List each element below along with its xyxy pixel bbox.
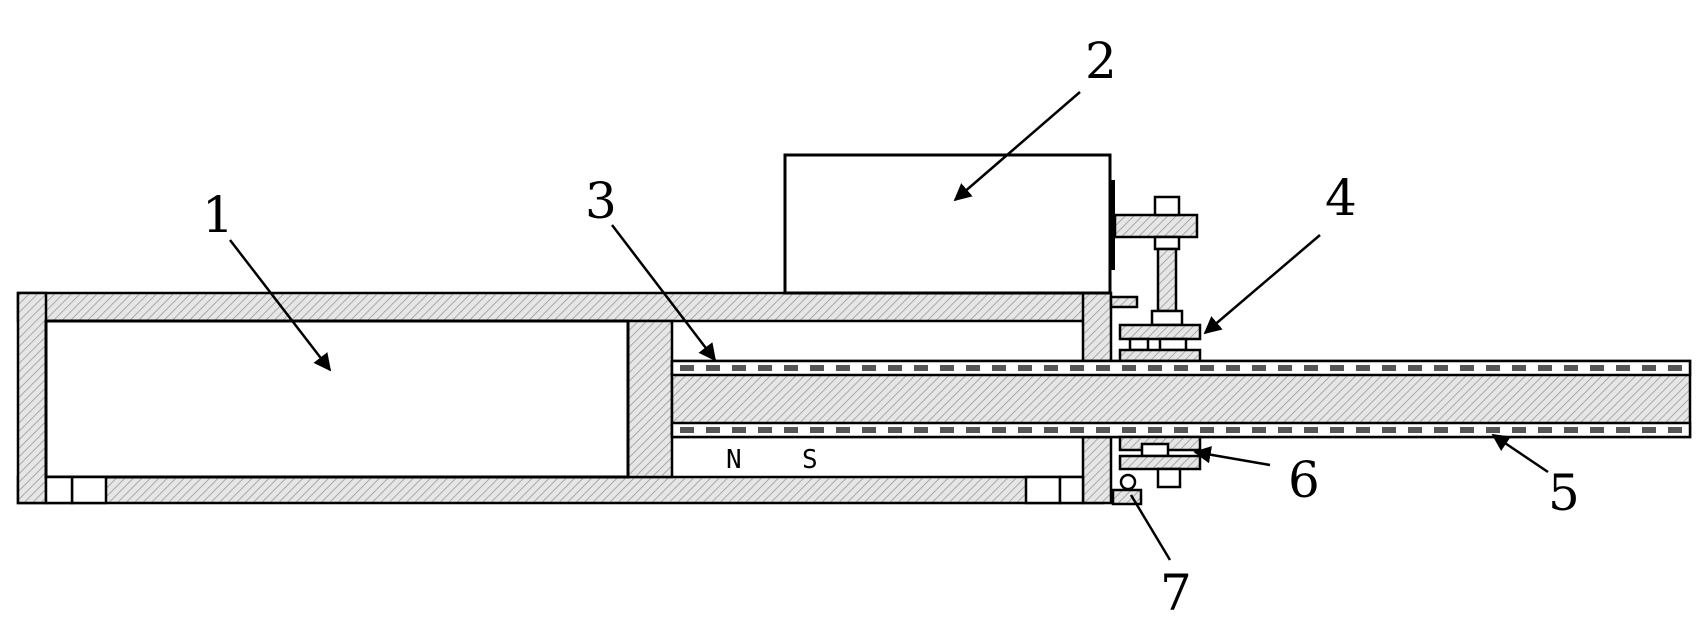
callout-7: 7 bbox=[1160, 564, 1192, 622]
motor bbox=[783, 153, 1115, 295]
drive-linkage bbox=[1109, 195, 1202, 363]
lower-bearing bbox=[1111, 435, 1202, 506]
callout-1: 1 bbox=[202, 186, 234, 244]
housing bbox=[16, 291, 1113, 505]
callout-3: 3 bbox=[585, 172, 617, 230]
callout-6: 6 bbox=[1288, 451, 1320, 509]
leader-lines bbox=[229, 91, 1549, 561]
south-pole-label: S bbox=[802, 445, 818, 475]
callout-5: 5 bbox=[1548, 464, 1580, 522]
callout-2: 2 bbox=[1085, 32, 1117, 90]
north-pole-label: N bbox=[726, 445, 742, 475]
callout-4: 4 bbox=[1325, 169, 1357, 227]
shaft bbox=[670, 359, 1692, 439]
